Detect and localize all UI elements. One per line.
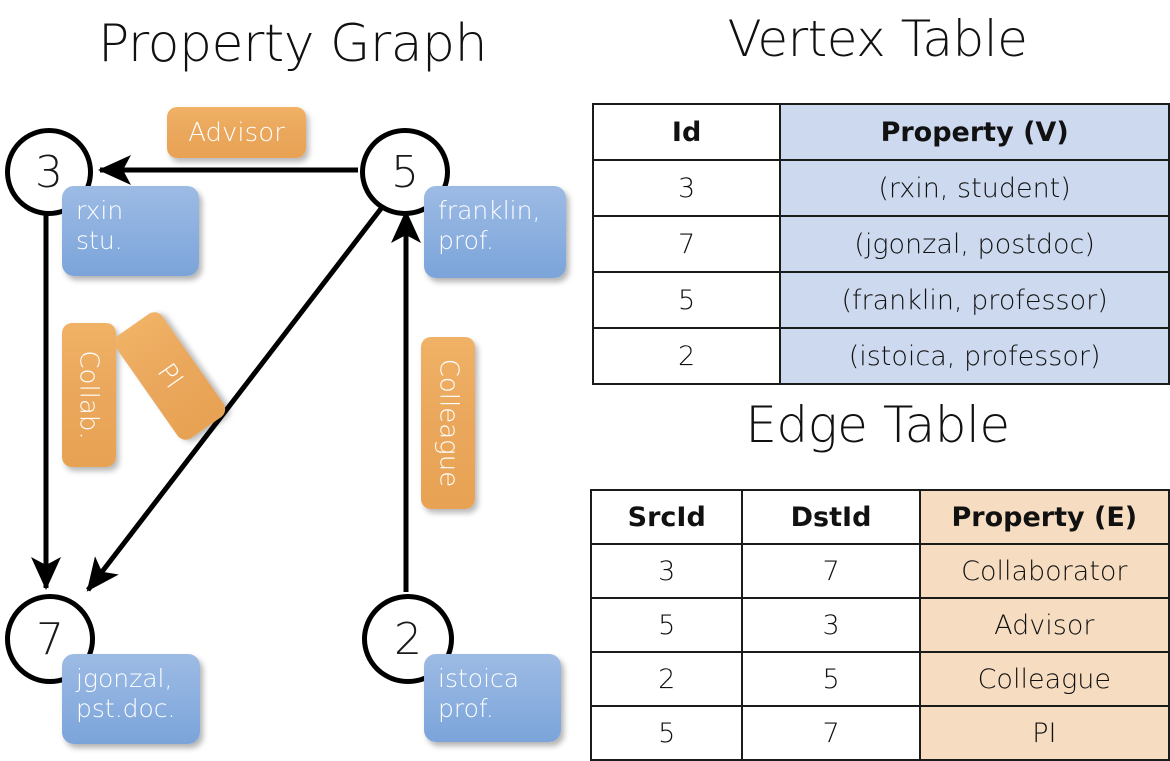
edge-cell-srcid: 5 [589,597,744,653]
page-title-edge-table: Edge Table [745,396,1010,454]
edge-table-header-property: Property (E) [918,489,1170,545]
table-row: 3 7 Collaborator [589,543,1170,599]
edge-cell-srcid: 2 [589,651,744,707]
edge-cell-dstid: 3 [741,597,921,653]
vertex-table-header-row: Id Property (V) [591,103,1170,161]
table-row: 5 (franklin, professor) [591,271,1170,329]
edge-label-advisor: Advisor [167,107,306,158]
edge-table: SrcId DstId Property (E) 3 7 Collaborato… [589,489,1170,761]
edge-cell-srcid: 3 [589,543,744,599]
node-property-box-rxin: rxin stu. [62,186,199,276]
edge-cell-dstid: 7 [741,705,921,761]
graph-edge-arrows [31,155,421,592]
table-row: 5 3 Advisor [589,597,1170,653]
page-title-property-graph: Property Graph [97,14,488,74]
edge-cell-dstid: 7 [741,543,921,599]
edge-label-colleague: Colleague [421,337,475,509]
table-row: 2 5 Colleague [589,651,1170,707]
edge-cell-property: PI [918,705,1170,761]
node-property-box-jgonzal: jgonzal, pst.doc. [62,654,200,744]
edge-cell-property: Colleague [918,651,1170,707]
vertex-table-header-property: Property (V) [779,103,1170,161]
node-property-box-franklin: franklin, prof. [424,186,566,278]
vertex-cell-property: (rxin, student) [779,159,1170,217]
vertex-table: Id Property (V) 3 (rxin, student) 7 (jgo… [591,103,1170,385]
vertex-cell-property: (jgonzal, postdoc) [779,215,1170,273]
edge-arrow-5-to-7 [86,204,385,592]
edge-label-pi-text: PI [151,357,189,395]
edge-cell-srcid: 5 [589,705,744,761]
graph-node-2[interactable]: 2 [362,594,454,684]
node-property-box-istoica: istoica prof. [424,654,561,742]
table-row: 2 (istoica, professor) [591,327,1170,385]
page-title-vertex-table: Vertex Table [727,10,1028,68]
vertex-cell-id: 2 [591,327,782,385]
edge-table-header-row: SrcId DstId Property (E) [589,489,1170,545]
table-row: 3 (rxin, student) [591,159,1170,217]
property-graph-diagram: 3 5 7 2 rxin stu. franklin, prof. jgonza… [0,0,585,760]
vertex-cell-id: 7 [591,215,782,273]
vertex-cell-property: (franklin, professor) [779,271,1170,329]
vertex-cell-id: 3 [591,159,782,217]
edge-table-header-srcid: SrcId [589,489,744,545]
table-row: 7 (jgonzal, postdoc) [591,215,1170,273]
edge-cell-property: Advisor [918,597,1170,653]
edge-cell-dstid: 5 [741,651,921,707]
edge-table-header-dstid: DstId [741,489,921,545]
edge-label-collab: Collab. [62,323,116,467]
edge-label-collab-text: Collab. [74,350,104,440]
edge-label-advisor-text: Advisor [188,117,285,148]
vertex-cell-property: (istoica, professor) [779,327,1170,385]
vertex-cell-id: 5 [591,271,782,329]
vertex-table-header-id: Id [591,103,782,161]
edge-cell-property: Collaborator [918,543,1170,599]
edge-label-colleague-text: Colleague [433,358,464,488]
table-row: 5 7 PI [589,705,1170,761]
